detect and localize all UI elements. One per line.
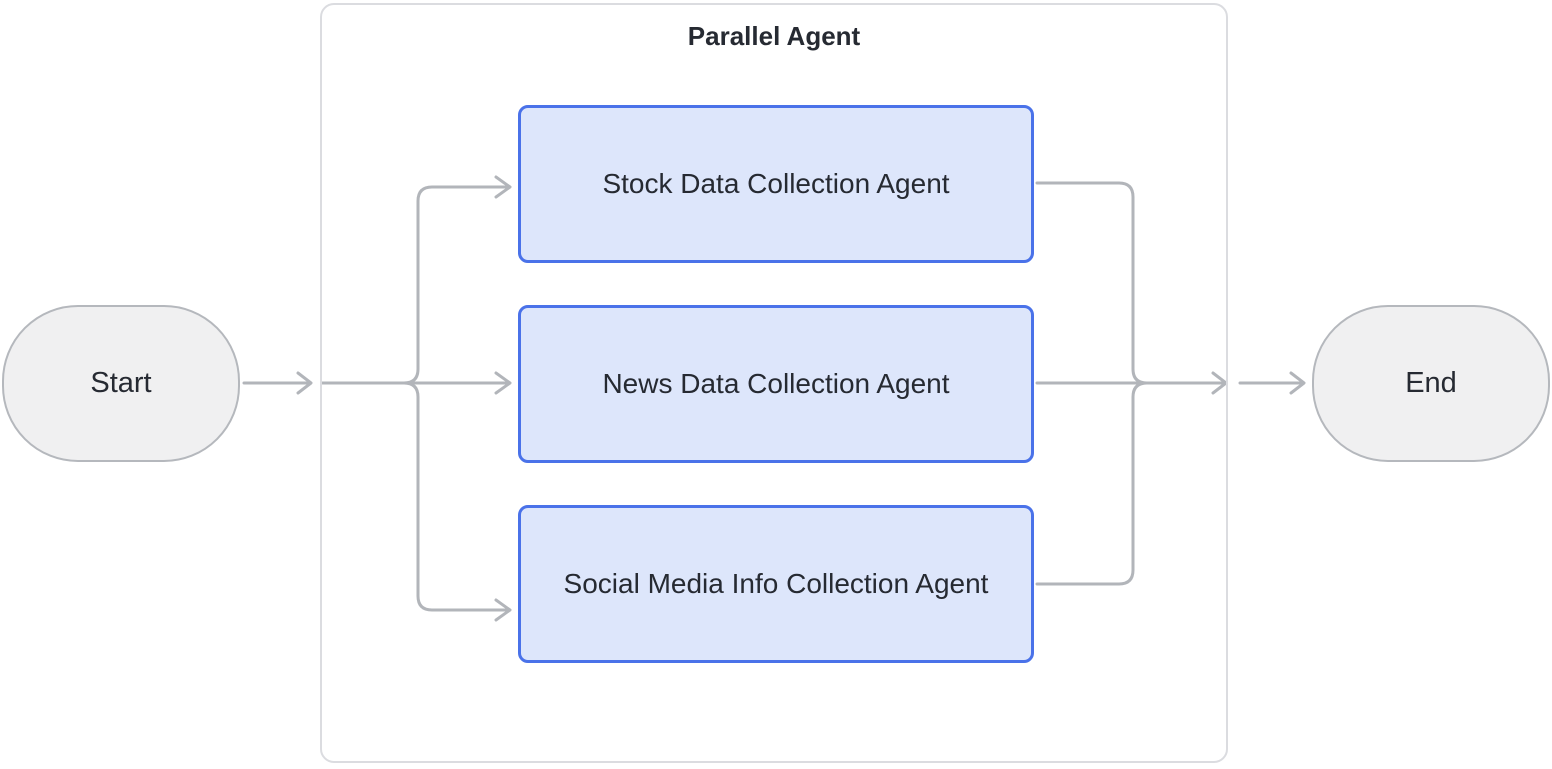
start-node: Start [2, 305, 240, 462]
arrowhead-icon [296, 371, 313, 395]
edge-line [320, 381, 510, 612]
edge-stock-agent-to-merge [1035, 181, 1149, 385]
end-node-label: End [1405, 367, 1457, 399]
agent-node-label: Stock Data Collection Agent [602, 168, 950, 199]
arrowhead-icon [494, 598, 512, 622]
parallel-agent-group: Parallel Agent [320, 3, 1228, 763]
arrowhead-icon [1289, 371, 1306, 395]
start-node-label: Start [90, 367, 152, 399]
agent-node-news-data-collection: News Data Collection Agent [518, 305, 1034, 463]
arrowhead-icon [494, 371, 512, 395]
agent-node-stock-data-collection: Stock Data Collection Agent [518, 105, 1034, 263]
edge-line [1035, 381, 1149, 586]
edge-group-to-end [1238, 371, 1306, 395]
arrowhead-icon [494, 175, 512, 199]
agent-node-label: Social Media Info Collection Agent [563, 568, 989, 599]
edge-start-to-group [242, 371, 313, 395]
group-title: Parallel Agent [687, 21, 861, 51]
agent-node-label: News Data Collection Agent [602, 368, 950, 399]
end-node: End [1312, 305, 1550, 462]
edge-line [1035, 181, 1149, 385]
agent-node-social-media-info-collection: Social Media Info Collection Agent [518, 505, 1034, 663]
edge-branch-to-social-agent [320, 381, 512, 622]
edge-social-agent-to-merge [1035, 381, 1149, 586]
